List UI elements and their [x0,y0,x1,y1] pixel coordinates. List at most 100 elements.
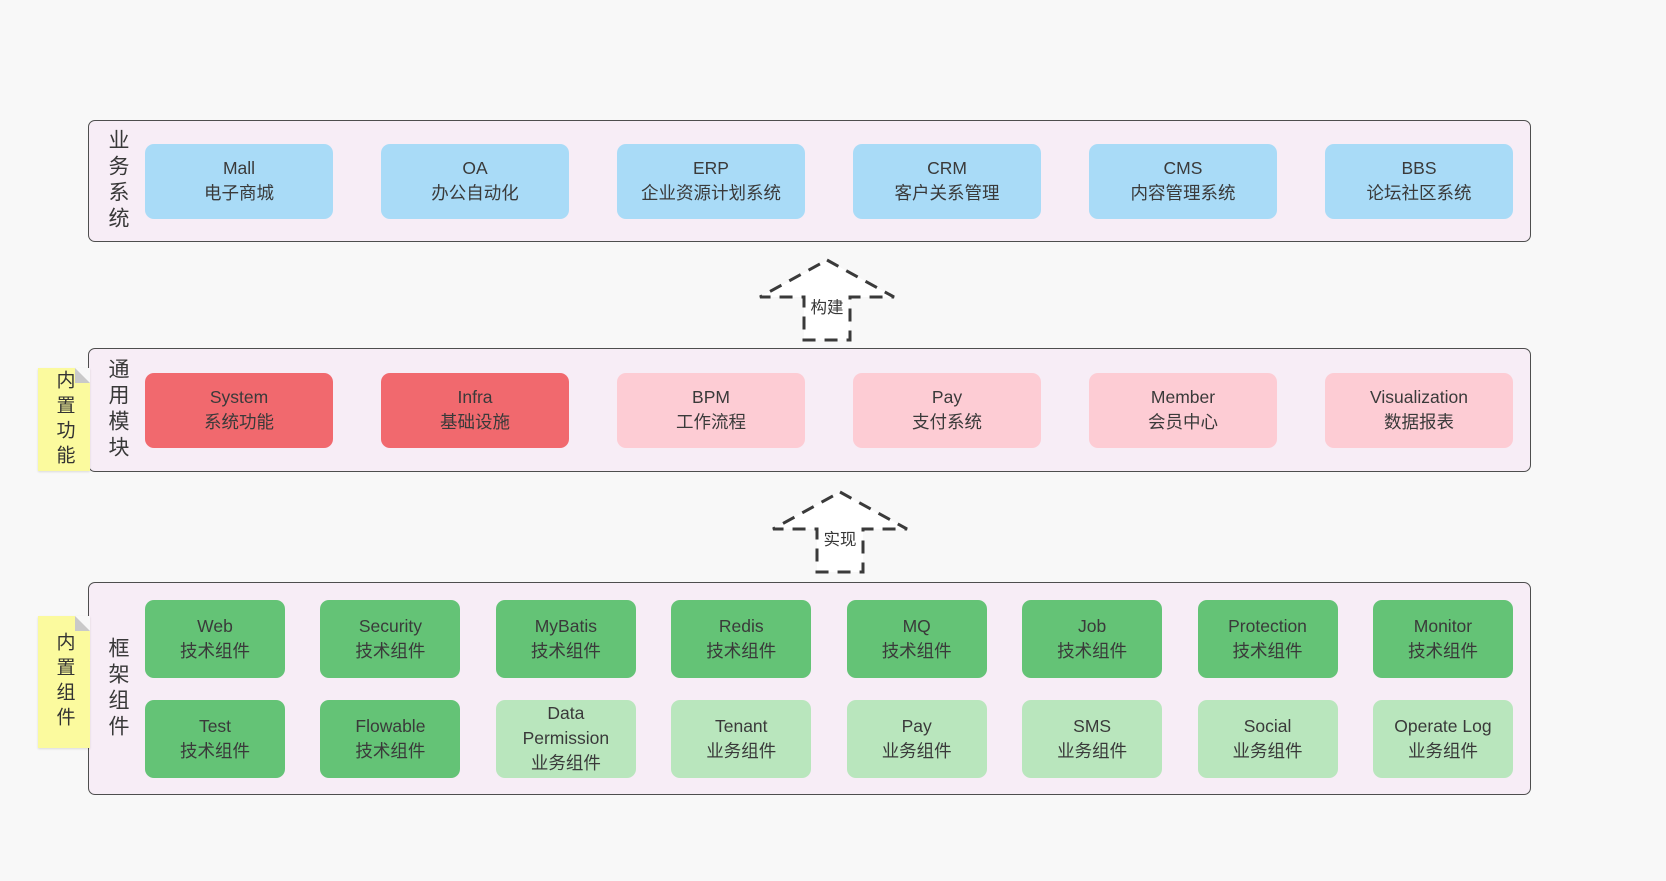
build-arrow: 构建 [759,258,895,342]
box-title: Test [198,715,232,736]
box-title: Data Permission [522,703,610,748]
box-title: Visualization [1370,387,1468,407]
box-pay: Pay 支付系统 [853,372,1041,448]
box-title: MQ [902,615,931,636]
box-title: Web [197,615,233,636]
box-subtitle: 业务组件 [1232,740,1303,761]
box-title: Redis [718,615,764,636]
module-row: Test 技术组件 Flowable 技术组件 Data Permission 业务组件 T… [145,699,1513,778]
box-security: Security 技术组件 [320,599,461,678]
layer-label-framework-components: 框架组件 [106,636,129,741]
box-title: ERP [693,158,729,178]
box-subtitle: 数据报表 [1384,412,1454,432]
box-subtitle: 系统功能 [204,412,274,432]
box-subtitle: 工作流程 [676,412,746,432]
box-subtitle: 技术组件 [180,740,250,761]
implement-arrow: 实现 [772,490,908,574]
box-flowable: Flowable 技术组件 [320,699,461,778]
box-title: BPM [692,387,730,407]
implement-arrow-label: 实现 [824,530,857,549]
box-title: Protection [1228,615,1307,636]
box-title: Job [1078,615,1107,636]
box-test: Test 技术组件 [145,699,285,778]
box-title: Infra [457,387,493,407]
box-crm: CRM 客户关系管理 [853,143,1041,219]
box-title: Member [1150,387,1216,407]
box-title: Tenant [714,715,768,736]
box-subtitle: 支付系统 [912,412,982,432]
box-subtitle: 论坛社区系统 [1366,183,1472,203]
box-mybatis: MyBatis 技术组件 [495,599,636,678]
box-title: Operate Log [1394,715,1492,736]
box-subtitle: 业务组件 [881,740,952,761]
box-title: CMS [1163,158,1203,178]
box-subtitle: 技术组件 [706,640,777,661]
layer-label-common-modules: 通用模块 [106,358,129,462]
box-subtitle: 内容管理系统 [1130,183,1236,203]
box-subtitle: 业务组件 [1407,740,1478,761]
box-title: Pay [901,715,932,736]
sticky-built-in-features: 内置功能 [38,368,90,471]
layer-common-modules: 通用模块 System 系统功能 Infra 基础设施 BPM 工作流程 Pay 支付系统 Me… [88,348,1531,472]
box-mall: Mall 电子商城 [145,143,333,219]
box-web: Web 技术组件 [145,599,285,678]
box-subtitle: 企业资源计划系统 [641,183,781,203]
box-title: Monitor [1413,615,1473,636]
box-subtitle: 基础设施 [440,412,510,432]
box-title: MyBatis [534,615,597,636]
box-subtitle: 技术组件 [1232,640,1303,661]
box-title: Mall [222,158,256,178]
build-arrow-label: 构建 [811,298,844,317]
dashed-up-arrow-shape [759,258,895,342]
layer-label-business-systems: 业务系统 [106,129,129,233]
box-social: Social 业务组件 [1197,699,1338,778]
common-modules-boxes: System 系统功能 Infra 基础设施 BPM 工作流程 Pay 支付系统 Member 会… [145,349,1513,471]
box-mq: MQ 技术组件 [846,599,987,678]
box-subtitle: 客户关系管理 [894,183,1000,203]
box-title: Security [358,615,423,636]
box-system: System 系统功能 [145,372,333,448]
box-title: CRM [927,158,967,178]
box-subtitle: 技术组件 [355,740,426,761]
box-title: SMS [1073,715,1112,736]
box-title: Social [1243,715,1292,736]
box-subtitle: 办公自动化 [431,183,519,203]
box-subtitle: 技术组件 [180,640,250,661]
box-erp: ERP 企业资源计划系统 [617,143,805,219]
box-data-permission: Data Permission 业务组件 [495,699,636,778]
box-subtitle: 会员中心 [1148,412,1218,432]
box-subtitle: 技术组件 [530,640,601,661]
sticky-built-in-components: 内置组件 [38,616,90,748]
box-bbs: BBS 论坛社区系统 [1325,143,1513,219]
box-subtitle: 技术组件 [1057,640,1128,661]
box-visualization: Visualization 数据报表 [1325,372,1513,448]
box-job: Job 技术组件 [1022,599,1163,678]
box-title: BBS [1401,158,1437,178]
box-title: Pay [931,387,963,407]
sticky-built-in-components-label: 内置组件 [53,632,75,732]
box-member: Member 会员中心 [1089,372,1277,448]
module-row: Mall 电子商城 OA 办公自动化 ERP 企业资源计划系统 CRM 客户关系管理 CMS 内容… [145,143,1513,219]
box-subtitle: 业务组件 [530,753,601,773]
box-subtitle: 技术组件 [881,640,952,661]
business-systems-boxes: Mall 电子商城 OA 办公自动化 ERP 企业资源计划系统 CRM 客户关系管理 CMS 内容… [145,121,1513,241]
box-subtitle: 电子商城 [204,183,274,203]
box-cms: CMS 内容管理系统 [1089,143,1277,219]
box-title: System [209,387,269,407]
box-title: OA [462,158,488,178]
box-subtitle: 业务组件 [1057,740,1128,761]
box-operate-log: Operate Log 业务组件 [1372,699,1513,778]
box-sms: SMS 业务组件 [1022,699,1163,778]
box-subtitle: 技术组件 [355,640,426,661]
box-title: Flowable [355,715,426,736]
box-redis: Redis 技术组件 [671,599,812,678]
box-pay: Pay 业务组件 [846,699,987,778]
dashed-up-arrow-shape [772,490,908,574]
box-protection: Protection 技术组件 [1197,599,1338,678]
